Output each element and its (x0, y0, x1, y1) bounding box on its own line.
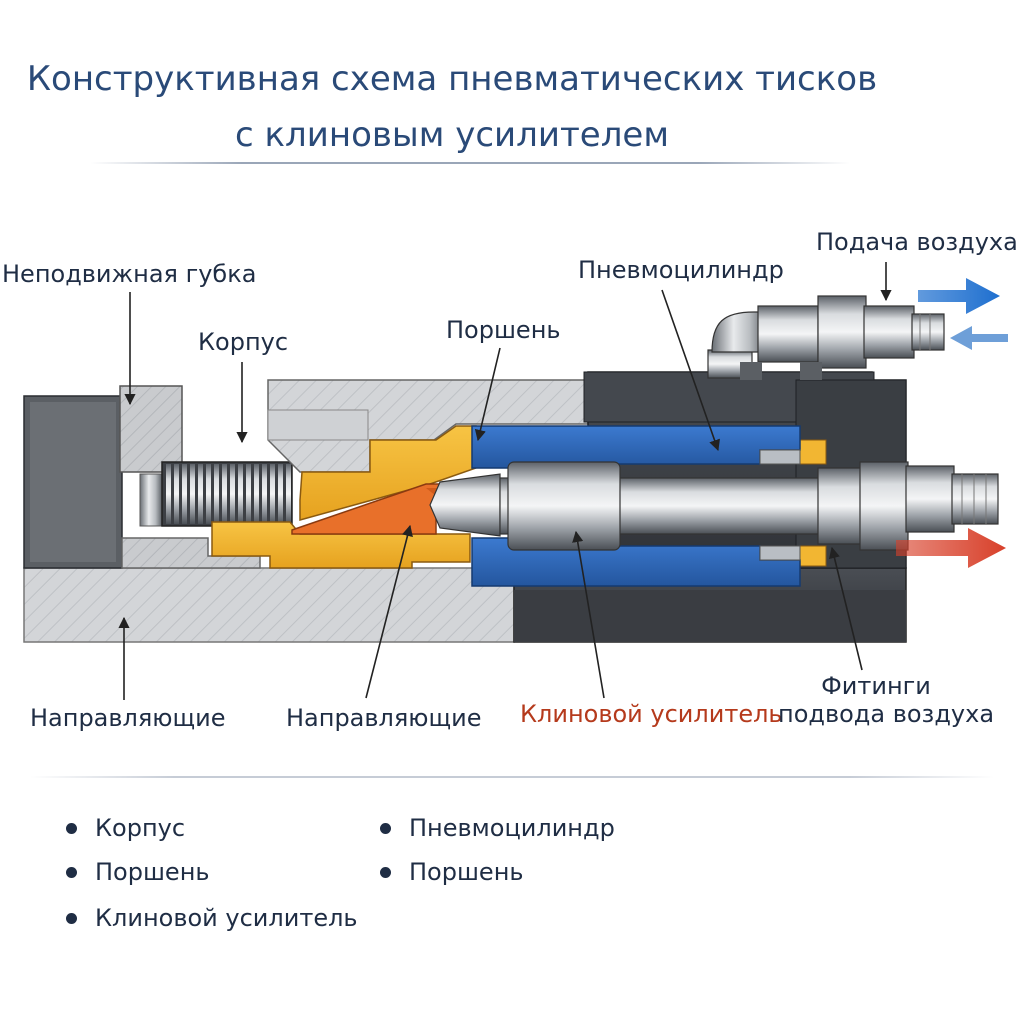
screw-thread (206, 464, 211, 524)
label-body: Корпус (198, 328, 289, 356)
bullet-icon (66, 866, 77, 878)
lead-screw (161, 461, 293, 527)
legend-divider (30, 776, 994, 778)
body-housing (267, 379, 589, 473)
bullet-icon (380, 822, 391, 834)
legend-item: Корпус (66, 814, 185, 842)
legend-item: Поршень (66, 858, 210, 886)
label-fittings-line1: Фитинги (821, 672, 931, 700)
screw-thread (198, 464, 203, 524)
screw-thread (254, 464, 259, 524)
diagram-title-line1: Конструктивная схема пневматических тиск… (26, 59, 878, 99)
label-guides-center: Направляющие (286, 704, 482, 732)
screw-thread (190, 464, 195, 524)
label-guides-left: Направляющие (30, 704, 226, 732)
label-pneumocylinder: Пневмоцилиндр (578, 256, 784, 284)
fixed-jaw (23, 385, 183, 569)
screw-thread (238, 464, 243, 524)
screw-thread (166, 464, 171, 524)
label-fittings: Фитинги подвода воздуха (778, 672, 995, 728)
screw-thread (278, 464, 283, 524)
top-air-fitting (707, 295, 945, 380)
screw-thread (214, 464, 219, 524)
air-return-arrow (950, 326, 1008, 350)
bullet-icon (66, 822, 77, 834)
bullet-icon (66, 912, 77, 924)
label-wedge-amplifier: Клиновой усилитель (520, 700, 783, 728)
screw-thread (174, 464, 179, 524)
piston-rod (429, 461, 865, 551)
legend-item: Пневмоцилиндр (380, 814, 615, 842)
screw-thread (182, 464, 187, 524)
screw-thread (222, 464, 227, 524)
legend-item: Поршень (380, 858, 524, 886)
screw-thread (270, 464, 275, 524)
right-fitting (859, 461, 999, 551)
label-piston: Поршень (446, 316, 561, 344)
screw-thread (262, 464, 267, 524)
title-divider (90, 162, 850, 164)
screw-thread (230, 464, 235, 524)
label-fixed-jaw: Неподвижная губка (2, 260, 257, 288)
legend-item: Клиновой усилитель (66, 904, 358, 932)
exhaust-arrow (896, 528, 1006, 568)
screw-thread (286, 464, 291, 524)
bullet-icon (380, 866, 391, 878)
label-fittings-line2: подвода воздуха (778, 700, 995, 728)
label-air-supply: Подача воздуха (816, 228, 1018, 256)
screw-thread (246, 464, 251, 524)
air-in-arrow (918, 278, 1000, 314)
diagram-title-line2: с клиновым усилителем (235, 115, 669, 155)
leader-lines (118, 262, 892, 700)
